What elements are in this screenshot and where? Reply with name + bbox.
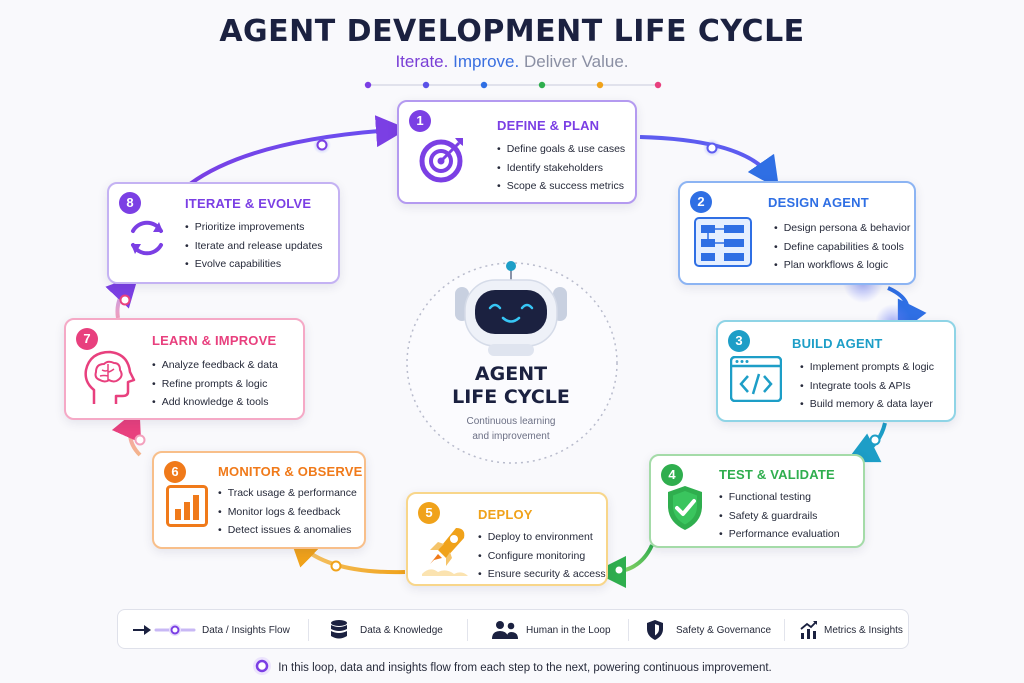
list-item: Design persona & behavior xyxy=(774,219,911,238)
legend-divider xyxy=(784,619,785,641)
robot-icon xyxy=(455,261,567,356)
step-number: 2 xyxy=(690,191,712,213)
shield-icon xyxy=(647,620,663,640)
subtitle-deliver: Deliver Value. xyxy=(523,52,629,71)
step-title: BUILD AGENT xyxy=(792,336,883,351)
list-item: Define goals & use cases xyxy=(497,140,625,159)
step-card-deploy: 5 DEPLOY Deploy to environment Configure… xyxy=(406,492,608,586)
center-sub-line1: Continuous learning xyxy=(466,416,556,427)
step-card-build-agent: 3 BUILD AGENT Implement prompts & logic … xyxy=(716,320,956,422)
center-title-line1: AGENT xyxy=(474,363,548,385)
step-number: 5 xyxy=(418,502,440,524)
list-item: Configure monitoring xyxy=(478,547,606,566)
step-title: ITERATE & EVOLVE xyxy=(185,196,312,211)
center-sub-line2: and improvement xyxy=(472,431,550,442)
list-item: Integrate tools & APIs xyxy=(800,377,934,396)
legend-bar: Data / Insights Flow Data & Knowledge Hu… xyxy=(117,609,909,649)
step-title: LEARN & IMPROVE xyxy=(152,333,277,348)
legend-item-safety: Safety & Governance xyxy=(646,610,771,650)
list-item: Evolve capabilities xyxy=(185,255,323,274)
list-item: Scope & success metrics xyxy=(497,177,625,196)
legend-label: Data & Knowledge xyxy=(360,624,443,636)
step-title: MONITOR & OBSERVE xyxy=(218,464,363,479)
page-subtitle: Iterate. Improve. Deliver Value. xyxy=(0,52,1024,72)
step-card-design-agent: 2 DESIGN AGENT Design persona & behavior… xyxy=(678,181,916,285)
page-title: AGENT DEVELOPMENT LIFE CYCLE xyxy=(219,14,805,49)
legend-divider xyxy=(628,619,629,641)
list-item: Ensure security & access xyxy=(478,565,606,584)
footnote-text: In this loop, data and insights flow fro… xyxy=(278,662,772,674)
flowchart-icon xyxy=(694,217,752,267)
step-number: 7 xyxy=(76,328,98,350)
code-window-icon xyxy=(730,356,782,402)
list-item: Define capabilities & tools xyxy=(774,238,910,257)
list-item: Track usage & performance xyxy=(218,484,357,503)
subtitle-iterate: Iterate. xyxy=(395,52,449,71)
legend-label: Human in the Loop xyxy=(526,624,611,636)
list-item: Analyze feedback & data xyxy=(152,356,278,375)
step-card-monitor-observe: 6 MONITOR & OBSERVE Track usage & perfor… xyxy=(152,451,366,549)
step-card-learn-improve: 7 LEARN & IMPROVE Analyze feedback & dat… xyxy=(64,318,305,420)
legend-item-human: Human in the Loop xyxy=(492,610,611,650)
step-card-iterate-evolve: 8 ITERATE & EVOLVE Prioritize improvemen… xyxy=(107,182,340,284)
rocket-icon xyxy=(422,528,468,576)
legend-label: Safety & Governance xyxy=(676,624,772,636)
step-number: 6 xyxy=(164,461,186,483)
list-item: Iterate and release updates xyxy=(185,237,323,256)
step-title: DESIGN AGENT xyxy=(768,195,869,210)
legend-divider xyxy=(467,619,468,641)
brain-head-icon xyxy=(84,350,136,404)
legend-item-data: Data & Knowledge xyxy=(330,610,443,650)
legend-item-flow: Data / Insights Flow xyxy=(132,610,290,650)
list-item: Add knowledge & tools xyxy=(152,393,278,412)
legend-divider xyxy=(308,619,309,641)
step-title: TEST & VALIDATE xyxy=(719,467,835,482)
metrics-icon xyxy=(800,621,817,639)
people-icon xyxy=(492,621,518,639)
legend-label: Metrics & Insights xyxy=(824,624,903,636)
list-item: Build memory & data layer xyxy=(800,395,934,414)
list-item: Deploy to environment xyxy=(478,528,606,547)
bar-chart-icon xyxy=(166,485,208,527)
flow-node-icon xyxy=(253,657,272,675)
footnote: In this loop, data and insights flow fro… xyxy=(0,656,1024,676)
list-item: Implement prompts & logic xyxy=(800,358,934,377)
list-item: Detect issues & anomalies xyxy=(218,521,357,540)
list-item: Safety & guardrails xyxy=(719,507,840,526)
step-number: 8 xyxy=(119,192,141,214)
flow-arrow-icon xyxy=(133,624,196,636)
list-item: Performance evaluation xyxy=(719,525,840,544)
step-title: DEFINE & PLAN xyxy=(497,118,600,133)
legend-label: Data / Insights Flow xyxy=(202,624,290,636)
list-item: Functional testing xyxy=(719,488,840,507)
list-item: Plan workflows & logic xyxy=(774,256,910,275)
subtitle-improve: Improve. xyxy=(453,52,520,71)
step-number: 1 xyxy=(409,110,431,132)
cycle-arrows-icon xyxy=(131,220,163,256)
step-number: 3 xyxy=(728,330,750,352)
center-title: AGENT LIFE CYCLE xyxy=(430,363,592,409)
list-item: Prioritize improvements xyxy=(185,218,323,237)
center-subtitle: Continuous learning and improvement xyxy=(430,414,592,444)
list-item: Identify stakeholders xyxy=(497,159,625,178)
step-title: DEPLOY xyxy=(478,507,533,522)
shield-check-icon xyxy=(668,486,702,530)
step-card-test-validate: 4 TEST & VALIDATE Functional testing Saf… xyxy=(649,454,865,548)
list-item: Monitor logs & feedback xyxy=(218,503,357,522)
target-icon xyxy=(419,138,463,183)
list-item: Refine prompts & logic xyxy=(152,375,278,394)
database-icon xyxy=(331,620,347,639)
center-title-line2: LIFE CYCLE xyxy=(452,386,570,408)
step-number: 4 xyxy=(661,464,683,486)
step-card-define-plan: 1 DEFINE & PLAN Define goals & use cases… xyxy=(397,100,637,204)
legend-item-metrics: Metrics & Insights xyxy=(800,610,903,650)
